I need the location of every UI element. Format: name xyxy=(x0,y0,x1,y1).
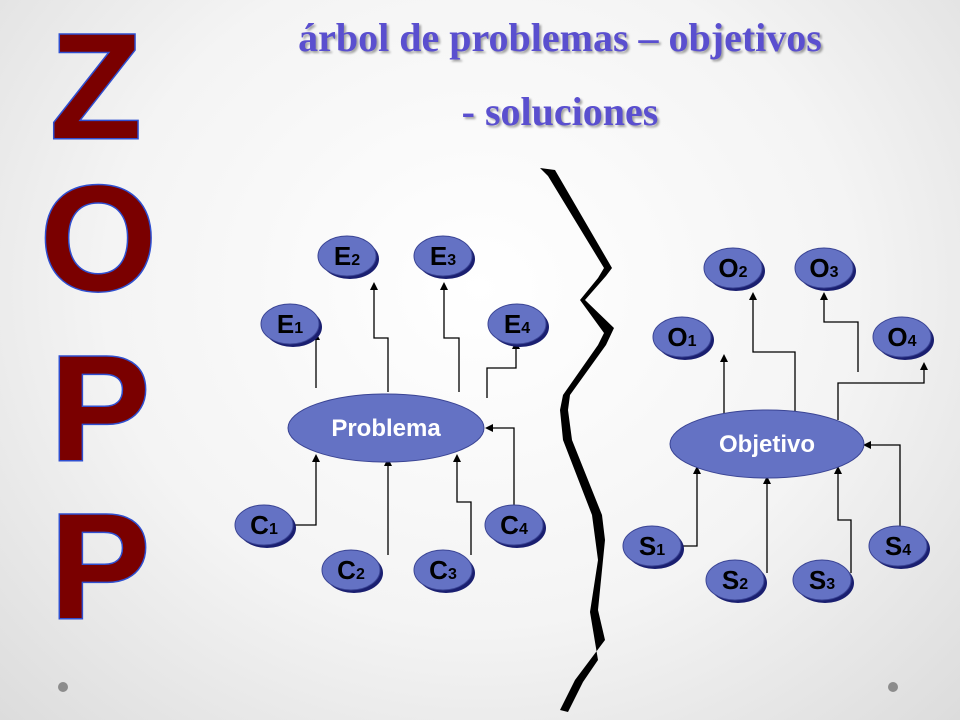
node-e2-label: E2 xyxy=(334,241,360,271)
node-s2-label: S2 xyxy=(722,565,748,595)
node-s4-label: S4 xyxy=(885,531,911,561)
node-c1: C1 xyxy=(234,504,294,546)
node-o2: O2 xyxy=(703,247,763,289)
node-o1-label: O1 xyxy=(667,322,696,352)
zopp-letter-z: Z xyxy=(50,2,142,170)
node-c4-shape xyxy=(484,504,544,546)
node-c1-label: C1 xyxy=(250,510,278,540)
node-e4-shape xyxy=(487,303,547,345)
node-o2-label: O2 xyxy=(718,253,747,283)
node-o1-shape xyxy=(652,316,712,358)
jagged-divider xyxy=(540,168,614,712)
node-e4-label: E4 xyxy=(504,309,530,339)
node-c3-shape xyxy=(413,549,473,591)
node-o3: O3 xyxy=(794,247,854,289)
node-c4-label: C4 xyxy=(500,510,528,540)
node-e3-label: E3 xyxy=(430,241,456,271)
node-c2-shape xyxy=(321,549,381,591)
node-e2-shape xyxy=(317,235,377,277)
bullet-dot-left-icon xyxy=(58,682,68,692)
node-o4: O4 xyxy=(872,316,932,358)
node-s4-shape xyxy=(868,525,928,567)
node-e1: E1 xyxy=(260,303,320,345)
node-e1-shape xyxy=(260,303,320,345)
node-o2-shape xyxy=(703,247,763,289)
node-o1: O1 xyxy=(652,316,712,358)
node-c1-shape xyxy=(234,504,294,546)
node-o4-label: O4 xyxy=(887,322,916,352)
node-c3-label: C3 xyxy=(429,555,457,585)
node-c3: C3 xyxy=(413,549,473,591)
objective-center-node: Objetivo xyxy=(669,409,865,479)
problem-tree-connectors xyxy=(290,282,520,555)
title-line-1: árbol de problemas – objetivos xyxy=(298,15,822,60)
zopp-vertical-letters: Z O P P xyxy=(39,1,159,652)
problem-center-node-label: Problema xyxy=(331,415,441,442)
node-c4: C4 xyxy=(484,504,544,546)
node-s2: S2 xyxy=(705,559,765,601)
node-s3-label: S3 xyxy=(809,565,835,595)
node-s1: S1 xyxy=(622,525,682,567)
node-s3-shape xyxy=(792,559,852,601)
zopp-letter-p-2: P xyxy=(50,482,150,650)
node-c2-label: C2 xyxy=(337,555,365,585)
node-e3-shape xyxy=(413,235,473,277)
objective-center-node-shape xyxy=(669,409,865,479)
node-e2: E2 xyxy=(317,235,377,277)
node-s3: S3 xyxy=(792,559,852,601)
node-s1-label: S1 xyxy=(639,531,665,561)
zopp-letter-o: O xyxy=(40,154,157,322)
node-o4-shape xyxy=(872,316,932,358)
node-e4: E4 xyxy=(487,303,547,345)
node-e3: E3 xyxy=(413,235,473,277)
node-e1-label: E1 xyxy=(277,309,303,339)
objective-tree-connectors xyxy=(680,292,928,573)
node-o3-label: O3 xyxy=(809,253,838,283)
title-line-2: - soluciones xyxy=(461,89,659,134)
node-c2: C2 xyxy=(321,549,381,591)
bullet-dot-right-icon xyxy=(888,682,898,692)
node-o3-shape xyxy=(794,247,854,289)
zopp-letter-p-1: P xyxy=(50,324,150,492)
node-s2-shape xyxy=(705,559,765,601)
problem-center-node: Problema xyxy=(287,393,485,463)
objective-center-node-label: Objetivo xyxy=(719,431,815,458)
node-s1-shape xyxy=(622,525,682,567)
problem-center-node-shape xyxy=(287,393,485,463)
node-s4: S4 xyxy=(868,525,928,567)
